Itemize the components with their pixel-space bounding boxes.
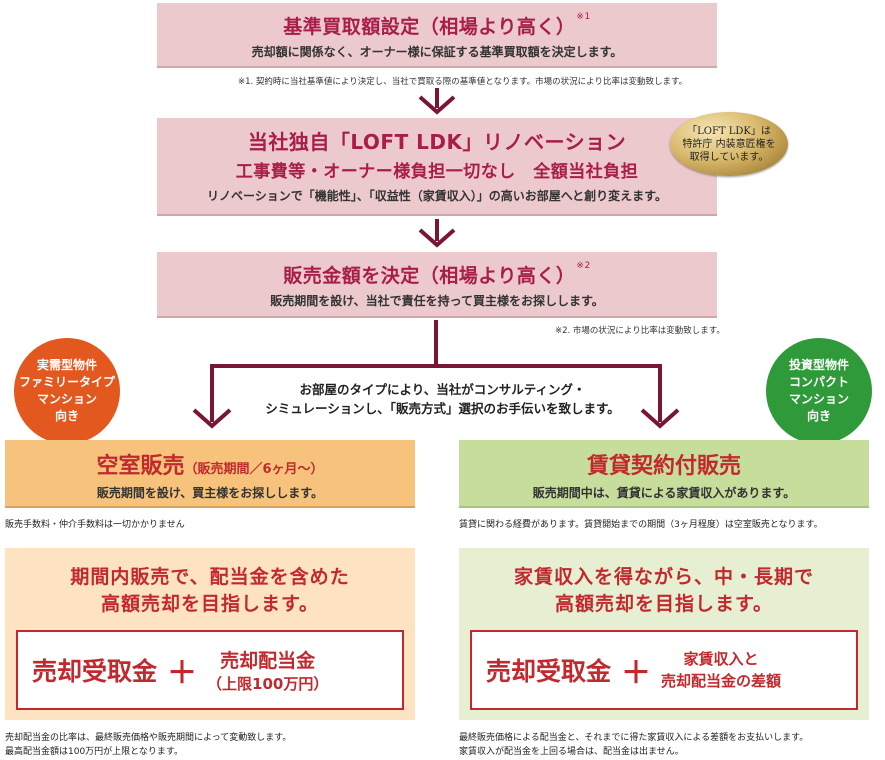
family-circle-line-2: ファミリータイプ xyxy=(18,375,115,389)
right-formula-main: 売却受取金 xyxy=(486,657,612,686)
step1-box: 基準買取額設定（相場より高く）※1 売却額に関係なく、オーナー様に保証する基準買… xyxy=(157,3,717,66)
step2-description: リノベーションで「機能性」、「収益性（家賃収入）」の高いお部屋へと創り変えます。 xyxy=(207,189,667,203)
family-type-circle: 実需型物件 ファミリータイプ マンション 向き xyxy=(14,338,120,444)
vacant-sale-description: 販売期間を設け、買主様をお探しします。 xyxy=(96,486,324,500)
right-headline-line-2: 高額売却を目指します。 xyxy=(554,593,774,615)
right-benefit-panel: 家賃収入を得ながら、中・長期で 高額売却を目指します。 売却受取金 ＋ 家賃収入… xyxy=(459,548,869,720)
down-arrow-1 xyxy=(418,88,456,115)
left-plus-icon: ＋ xyxy=(167,656,198,691)
leased-sale-title: 賃貸契約付販売 xyxy=(586,454,741,479)
left-side-line-2: （上限100万円） xyxy=(207,675,329,693)
right-panel-headline: 家賃収入を得ながら、中・長期で 高額売却を目指します。 xyxy=(459,564,869,618)
left-footnote-line-2: 最高配当金額は100万円が上限となります。 xyxy=(5,747,184,757)
compact-circle-line-2: コンパクト xyxy=(788,375,849,389)
badge-line-1: 「LOFT LDK」は xyxy=(687,125,771,137)
step3-footnote-mark: ※2 xyxy=(576,261,591,271)
vacant-sale-title: 空室販売（販売期間／6ヶ月〜） xyxy=(96,454,324,479)
leased-sale-box: 賃貸契約付販売 販売期間中は、賃貸による家賃収入があります。 xyxy=(459,440,869,506)
right-headline-line-1: 家賃収入を得ながら、中・長期で xyxy=(513,566,814,588)
left-headline-line-2: 高額売却を目指します。 xyxy=(100,593,320,615)
step1-footnote-mark: ※1 xyxy=(576,12,591,22)
vacant-sale-period: （販売期間／6ヶ月〜） xyxy=(184,462,324,477)
right-formula-side: 家賃収入と 売却配当金の差額 xyxy=(661,648,781,692)
right-footnote-line-2: 家賃収入が配当金を上回る場合は、配当金は出ません。 xyxy=(459,747,684,757)
right-formula: 売却受取金 ＋ 家賃収入と 売却配当金の差額 xyxy=(470,630,858,710)
step3-note: ※2. 市場の状況により比率は変動致します。 xyxy=(555,326,725,336)
vacant-sale-box: 空室販売（販売期間／6ヶ月〜） 販売期間を設け、買主様をお探しします。 xyxy=(5,440,415,506)
compact-circle-line-3: マンション xyxy=(788,392,849,406)
family-circle-line-4: 向き xyxy=(54,409,79,423)
left-headline-line-1: 期間内販売で、配当金を含めた xyxy=(70,566,350,588)
design-right-badge: 「LOFT LDK」は 特許庁 内装意匠権を 取得しています。 xyxy=(670,112,788,176)
left-footnote-line-1: 売却配当金の比率は、最終販売価格や販売期間によって変動致します。 xyxy=(5,733,292,743)
left-benefit-panel: 期間内販売で、配当金を含めた 高額売却を目指します。 売却受取金 ＋ 売却配当金… xyxy=(5,548,415,720)
consulting-line-1: お部屋のタイプにより、当社がコンサルティング・ xyxy=(299,382,586,397)
step1-description: 売却額に関係なく、オーナー様に保証する基準買取額を決定します。 xyxy=(251,45,623,59)
step2-subtitle: 工事費等・オーナー様負担一切なし 全額当社負担 xyxy=(235,162,639,182)
left-side-line-1: 売却配当金 xyxy=(220,650,316,672)
step2-title: 当社独自「LOFT LDK」リノベーション xyxy=(247,130,627,154)
down-arrow-2 xyxy=(418,219,456,248)
step1-title: 基準買取額設定（相場より高く）※1 xyxy=(283,12,591,38)
compact-type-circle: 投資型物件 コンパクト マンション 向き xyxy=(766,338,872,444)
left-formula: 売却受取金 ＋ 売却配当金 （上限100万円） xyxy=(16,630,404,710)
right-side-line-2: 売却配当金の差額 xyxy=(661,672,782,690)
step3-box: 販売金額を決定（相場より高く）※2 販売期間を設け、当社で責任を持って買主様をお… xyxy=(157,252,717,316)
right-panel-footnote: 最終販売価格による配当金と、それまでに得た家賃収入による差額をお支払いします。 … xyxy=(459,731,808,759)
leased-sale-note: 賃貸に関わる経費があります。賃貸開始までの期間（3ヶ月程度）は空室販売となります… xyxy=(459,520,823,530)
consulting-text: お部屋のタイプにより、当社がコンサルティング・ シミュレーションし、「販売方式」… xyxy=(0,380,885,418)
badge-line-2: 特許庁 内装意匠権を xyxy=(682,138,776,150)
right-plus-icon: ＋ xyxy=(621,656,652,691)
badge-line-3: 取得しています。 xyxy=(689,151,769,163)
left-panel-footnote: 売却配当金の比率は、最終販売価格や販売期間によって変動致します。 最高配当金額は… xyxy=(5,731,291,759)
right-footnote-line-1: 最終販売価格による配当金と、それまでに得た家賃収入による差額をお支払いします。 xyxy=(459,733,809,743)
compact-circle-line-4: 向き xyxy=(806,409,831,423)
family-circle-line-1: 実需型物件 xyxy=(36,358,97,372)
vacant-sale-note: 販売手数料・仲介手数料は一切かかりません xyxy=(5,520,185,530)
left-formula-main: 売却受取金 xyxy=(32,657,158,686)
left-formula-side: 売却配当金 （上限100万円） xyxy=(207,646,328,694)
branch-connector xyxy=(192,320,680,429)
step3-title: 販売金額を決定（相場より高く）※2 xyxy=(283,261,591,287)
right-side-line-1: 家賃収入と xyxy=(683,650,759,668)
family-circle-line-3: マンション xyxy=(36,392,97,406)
leased-sale-description: 販売期間中は、賃貸による家賃収入があります。 xyxy=(532,486,796,500)
compact-circle-line-1: 投資型物件 xyxy=(788,358,849,372)
consulting-line-2: シミュレーションし、「販売方式」選択のお手伝いを致します。 xyxy=(265,401,620,416)
left-panel-headline: 期間内販売で、配当金を含めた 高額売却を目指します。 xyxy=(5,564,415,618)
step1-note: ※1. 契約時に当社基準値により決定し、当社で買取る際の基準値となります。市場の… xyxy=(238,77,688,87)
step3-description: 販売期間を設け、当社で責任を持って買主様をお探しします。 xyxy=(270,294,604,308)
step2-box: 当社独自「LOFT LDK」リノベーション 工事費等・オーナー様負担一切なし 全… xyxy=(157,118,717,214)
